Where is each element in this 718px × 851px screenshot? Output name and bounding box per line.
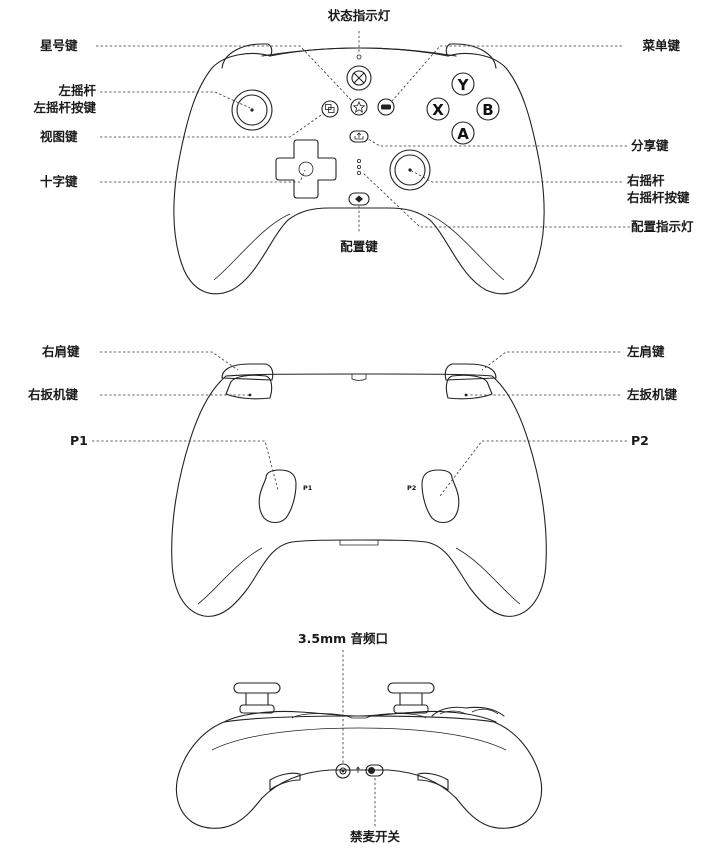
dpad — [275, 139, 337, 199]
front-body-outline — [173, 47, 545, 295]
mic-icon — [356, 766, 360, 773]
label-right-stick-button: 右摇杆按键 — [627, 190, 690, 205]
label-menu-button: 菜单键 — [642, 38, 680, 53]
label-dpad: 十字键 — [40, 174, 78, 189]
bottom-body-outline — [175, 715, 543, 829]
label-audio-jack: 3.5mm 音频口 — [297, 631, 389, 646]
x-button-glyph: X — [432, 101, 444, 119]
p2-paddle — [421, 469, 460, 524]
front-top-edge — [261, 47, 457, 57]
bottom-leader-lines — [341, 650, 376, 827]
back-grip-left-line — [197, 547, 263, 605]
bottom-inner-edge — [211, 727, 507, 751]
label-left-stick: 左摇杆 — [58, 83, 96, 98]
back-body-outline — [171, 373, 547, 617]
back-left-trigger — [445, 374, 493, 400]
front-view: Y X B A — [96, 31, 630, 295]
bottom-right-stick — [387, 682, 435, 714]
label-p1: P1 — [70, 433, 88, 448]
xbox-home-button — [346, 65, 372, 91]
label-right-stick: 右摇杆 — [627, 173, 665, 188]
audio-jack — [335, 763, 351, 779]
label-view-button: 视图键 — [40, 129, 78, 144]
status-indicator-led — [356, 54, 362, 60]
b-button — [476, 97, 500, 121]
label-right-trigger: 右扳机键 — [28, 387, 79, 402]
bottom-face-buttons — [431, 706, 505, 717]
a-button-glyph: A — [457, 125, 469, 143]
back-right-trigger — [225, 374, 273, 400]
b-button-glyph: B — [482, 101, 493, 119]
share-button-icon — [349, 130, 369, 143]
label-p2: P2 — [631, 433, 649, 448]
a-button — [451, 121, 475, 145]
label-profile-button: 配置键 — [340, 239, 378, 254]
bottom-dpad-edge — [291, 713, 427, 719]
label-share-button: 分享键 — [631, 138, 669, 153]
label-right-bumper: 右肩键 — [42, 344, 80, 359]
menu-button-icon — [377, 98, 395, 116]
label-status-indicator: 状态指示灯 — [327, 8, 391, 23]
back-leader-lines — [92, 351, 627, 497]
front-leader-lines — [96, 31, 630, 232]
y-button-glyph: Y — [457, 76, 470, 94]
back-bottom-slot — [339, 540, 379, 546]
bottom-left-stick — [233, 682, 281, 714]
front-left-bumper — [221, 43, 273, 69]
front-right-bumper — [445, 43, 497, 69]
label-left-stick-button: 左摇杆按键 — [33, 100, 96, 115]
view-button-icon — [321, 100, 339, 118]
back-right-bumper — [221, 363, 274, 381]
back-grip-right-line — [455, 547, 521, 605]
label-mute-switch: 禁麦开关 — [349, 829, 400, 844]
p1-paddle-mark: P1 — [303, 484, 313, 492]
mute-switch — [356, 764, 384, 777]
star-button-icon — [350, 98, 368, 116]
y-button — [451, 72, 475, 96]
right-stick — [389, 149, 431, 191]
bottom-right-grip-recess — [417, 772, 449, 791]
label-star-button: 星号键 — [40, 38, 78, 53]
face-buttons: Y X B A — [426, 72, 500, 145]
front-grip-left-line — [213, 213, 291, 281]
label-left-trigger: 左扳机键 — [627, 387, 678, 402]
back-view: P1 P2 — [92, 351, 627, 617]
profile-indicator-leds — [356, 158, 361, 175]
back-left-bumper — [444, 363, 497, 381]
back-usb-port — [351, 374, 367, 381]
profile-button-icon — [348, 192, 370, 206]
bottom-view — [175, 650, 543, 829]
label-left-bumper: 左肩键 — [627, 344, 665, 359]
left-stick — [231, 89, 273, 131]
bottom-left-grip-recess — [269, 772, 301, 791]
x-button — [426, 97, 450, 121]
label-profile-indicator: 配置指示灯 — [631, 219, 694, 234]
front-grip-right-line — [427, 213, 505, 281]
p1-paddle — [258, 469, 297, 524]
p2-paddle-mark: P2 — [407, 484, 416, 492]
